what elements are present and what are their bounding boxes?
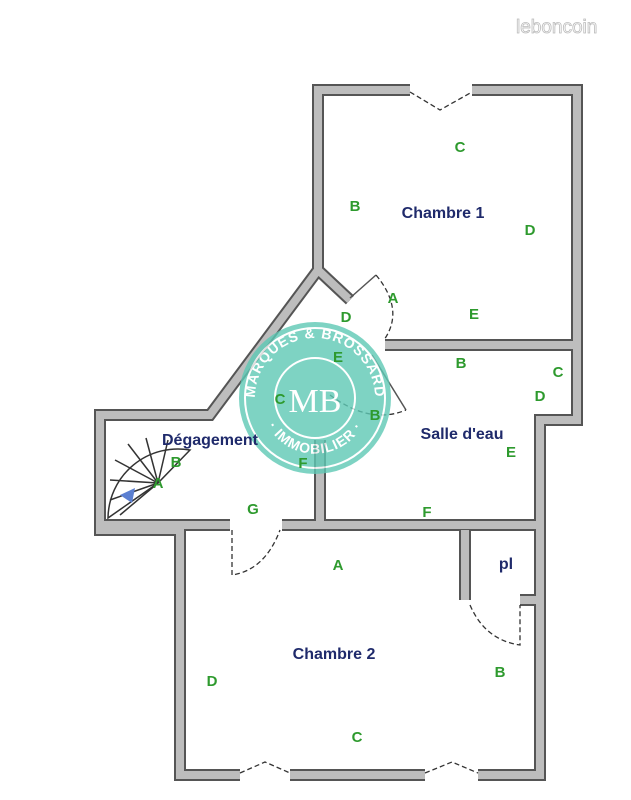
marker: B bbox=[171, 454, 182, 471]
marker: E bbox=[506, 444, 516, 461]
room-label-chambre-1: Chambre 1 bbox=[402, 205, 485, 222]
marker: B bbox=[350, 198, 361, 215]
marker: E bbox=[469, 306, 479, 323]
logo-monogram: MB bbox=[289, 383, 342, 420]
marker: A bbox=[333, 557, 344, 574]
marker: F bbox=[298, 455, 307, 472]
marker: A bbox=[153, 475, 164, 492]
marker: C bbox=[352, 729, 363, 746]
marker: C bbox=[553, 364, 564, 381]
marker: D bbox=[341, 309, 352, 326]
agency-logo: MARQUES & BROSSARD · IMMOBILIER · MB bbox=[239, 322, 391, 474]
marker: C bbox=[455, 139, 466, 156]
room-label-salle-eau: Salle d'eau bbox=[421, 426, 504, 443]
marker: A bbox=[388, 290, 399, 307]
marker: D bbox=[525, 222, 536, 239]
room-label-placard: pl bbox=[499, 556, 513, 573]
marker: B bbox=[456, 355, 467, 372]
room-label-degagement: Dégagement bbox=[162, 432, 259, 449]
leboncoin-watermark: leboncoin bbox=[516, 17, 597, 38]
marker: G bbox=[247, 501, 259, 518]
spiral-staircase bbox=[107, 437, 192, 520]
room-label-chambre-2: Chambre 2 bbox=[293, 646, 376, 663]
marker: F bbox=[422, 504, 431, 521]
marker: B bbox=[495, 664, 506, 681]
marker: D bbox=[207, 673, 218, 690]
wall-markers: C B D A E D E B C D E F B B A G F C A D … bbox=[153, 139, 564, 746]
marker: D bbox=[535, 388, 546, 405]
marker: E bbox=[333, 349, 343, 366]
marker: B bbox=[370, 407, 381, 424]
marker: C bbox=[275, 391, 286, 408]
